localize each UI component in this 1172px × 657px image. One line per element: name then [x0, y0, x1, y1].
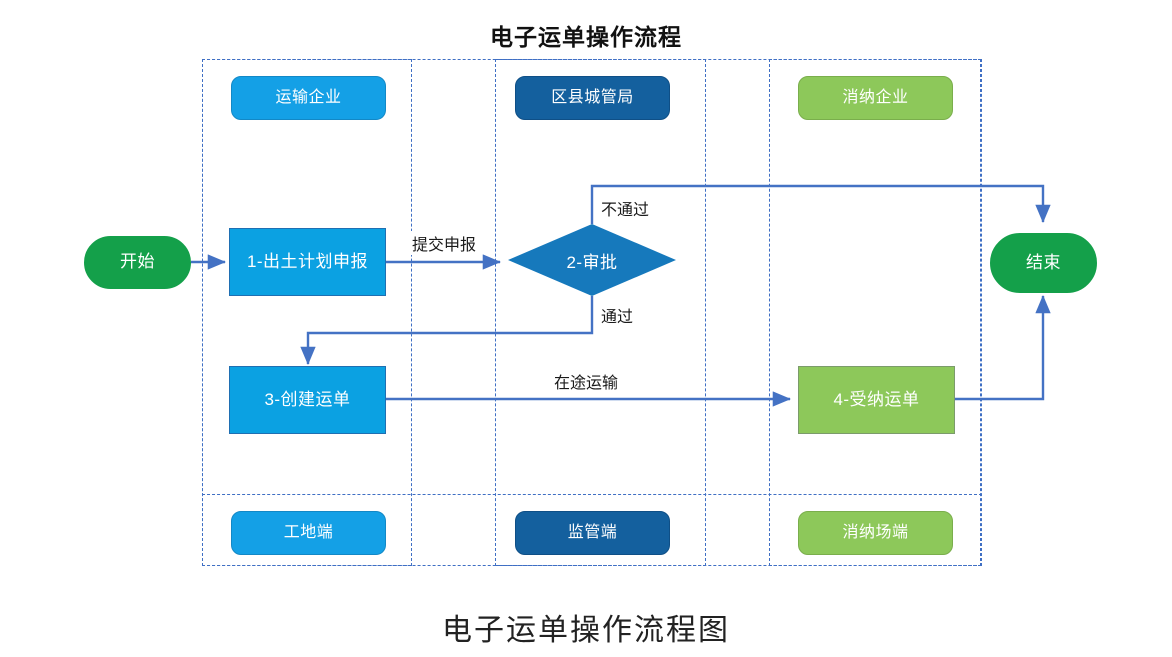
swimlane-transport [202, 59, 412, 566]
node-end[interactable]: 结束 [990, 233, 1097, 293]
node-step1-excavation-plan[interactable]: 1-出土计划申报 [229, 228, 386, 296]
lane-header-transport-label: 运输企业 [275, 89, 342, 107]
lane-header-disposal: 消纳企业 [798, 76, 953, 120]
swimlane-disposal [769, 59, 981, 566]
node-step4-label: 4-受纳运单 [833, 389, 920, 409]
lane-footer-disposal-site-label: 消纳场端 [842, 524, 909, 542]
node-step2-label: 2-审批 [566, 252, 618, 272]
node-start[interactable]: 开始 [84, 236, 191, 289]
swimlane-footer-divider [202, 494, 982, 495]
lane-header-urban-admin-label: 区县城管局 [551, 89, 634, 107]
lane-footer-disposal-site: 消纳场端 [798, 511, 953, 555]
figure-caption: 电子运单操作流程图 [442, 614, 730, 647]
lane-footer-construction-site: 工地端 [231, 511, 386, 555]
node-step3-create-waybill[interactable]: 3-创建运单 [229, 366, 386, 434]
lane-footer-supervision-label: 监管端 [567, 524, 618, 542]
page-title: 电子运单操作流程 [490, 24, 682, 50]
edge-label-reject: 不通过 [598, 196, 653, 220]
edge-label-submit: 提交申报 [409, 231, 480, 255]
node-step3-label: 3-创建运单 [264, 389, 351, 409]
lane-header-urban-admin: 区县城管局 [515, 76, 670, 120]
edge-label-approve: 通过 [598, 303, 637, 327]
node-step2-approval[interactable]: 2-审批 [508, 224, 676, 296]
lane-footer-supervision: 监管端 [515, 511, 670, 555]
lane-header-disposal-label: 消纳企业 [842, 89, 909, 107]
node-end-label: 结束 [1026, 252, 1061, 272]
edge-label-in-transit: 在途运输 [551, 369, 622, 393]
lane-footer-construction-site-label: 工地端 [283, 524, 334, 542]
lane-header-transport: 运输企业 [231, 76, 386, 120]
node-step4-accept-waybill[interactable]: 4-受纳运单 [798, 366, 955, 434]
node-start-label: 开始 [120, 252, 155, 272]
node-step1-label: 1-出土计划申报 [246, 251, 369, 271]
